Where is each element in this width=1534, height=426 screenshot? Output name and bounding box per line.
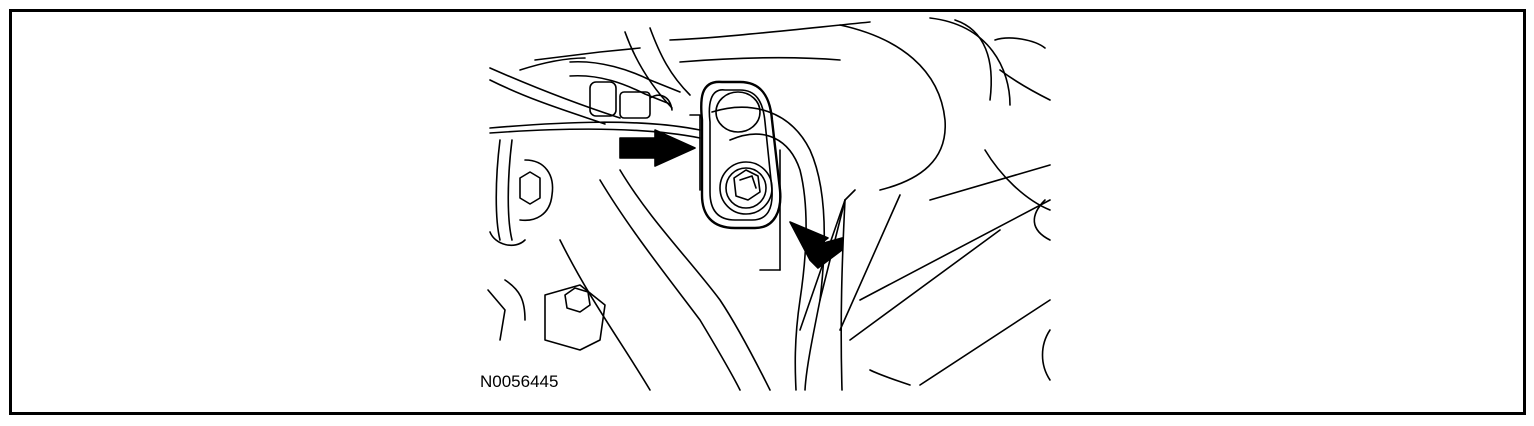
arrow-left-icon xyxy=(619,129,696,167)
left-harness xyxy=(487,60,681,341)
figure-id-label: N0056445 xyxy=(480,372,559,391)
bracket-bolt xyxy=(719,161,773,215)
lower-fitting xyxy=(519,159,606,351)
arrow-lower-right-icon xyxy=(789,221,843,269)
tube-bracket xyxy=(699,80,782,230)
callout-arrows xyxy=(619,129,843,269)
background-contours xyxy=(489,17,1051,391)
